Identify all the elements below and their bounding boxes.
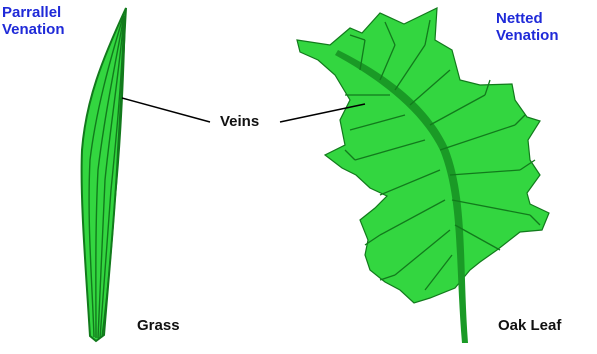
parallel-venation-line1: Parrallel bbox=[2, 4, 65, 21]
parallel-venation-line2: Venation bbox=[2, 21, 65, 38]
grass-blade-illustration bbox=[82, 8, 126, 341]
grass-label: Grass bbox=[137, 317, 180, 334]
veins-label: Veins bbox=[220, 113, 259, 130]
netted-venation-line1: Netted bbox=[496, 10, 559, 27]
oak-leaf-shape bbox=[297, 8, 549, 303]
netted-venation-line2: Venation bbox=[496, 27, 559, 44]
oak-leaf-illustration bbox=[297, 8, 549, 343]
netted-venation-title: Netted Venation bbox=[496, 10, 559, 44]
oak-leaf-label: Oak Leaf bbox=[498, 317, 561, 334]
parallel-venation-title: Parrallel Venation bbox=[2, 4, 65, 38]
pointer-to-grass bbox=[122, 98, 210, 122]
